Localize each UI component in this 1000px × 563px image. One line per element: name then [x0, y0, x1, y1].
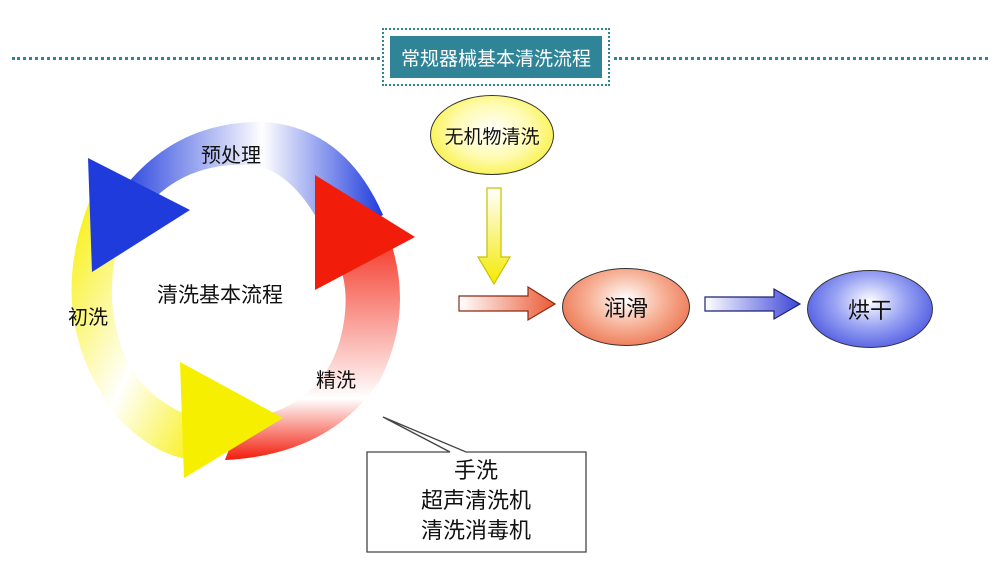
- arrow-down-yellow: [476, 187, 512, 286]
- title-box: 常规器械基本清洗流程: [382, 28, 610, 86]
- callout-text: 手洗 超声清洗机 清洗消毒机: [368, 452, 584, 552]
- cycle-arrowhead-blue: [88, 158, 190, 272]
- cycle-arc-red: [225, 215, 400, 460]
- node-label: 烘干: [847, 299, 892, 324]
- cycle-step-label: 精洗: [316, 368, 356, 392]
- node-dry: 烘干: [807, 270, 933, 348]
- node-lubricate: 润滑: [562, 268, 690, 346]
- callout-line: 清洗消毒机: [420, 519, 531, 544]
- cycle-arrowhead-yellow: [180, 362, 283, 478]
- cycle-step-label: 预处理: [201, 143, 261, 167]
- callout-line: 手洗: [453, 459, 498, 484]
- header-dotted-line-left: [12, 57, 380, 60]
- cycle-step-label: 初洗: [68, 305, 108, 329]
- arrow-right-blue: [704, 287, 802, 321]
- callout-line: 超声清洗机: [420, 489, 531, 514]
- header-dotted-line-right: [614, 57, 988, 60]
- cycle-arrowhead-red: [315, 175, 415, 290]
- node-label: 无机物清洗: [444, 125, 540, 148]
- arrow-right-red: [458, 285, 557, 322]
- node-label: 润滑: [603, 297, 648, 322]
- callout-bubble: [366, 416, 587, 553]
- node-inorganic-clean: 无机物清洗: [430, 95, 554, 175]
- cycle-center-label: 清洗基本流程: [157, 283, 283, 307]
- page-title: 常规器械基本清洗流程: [390, 36, 602, 78]
